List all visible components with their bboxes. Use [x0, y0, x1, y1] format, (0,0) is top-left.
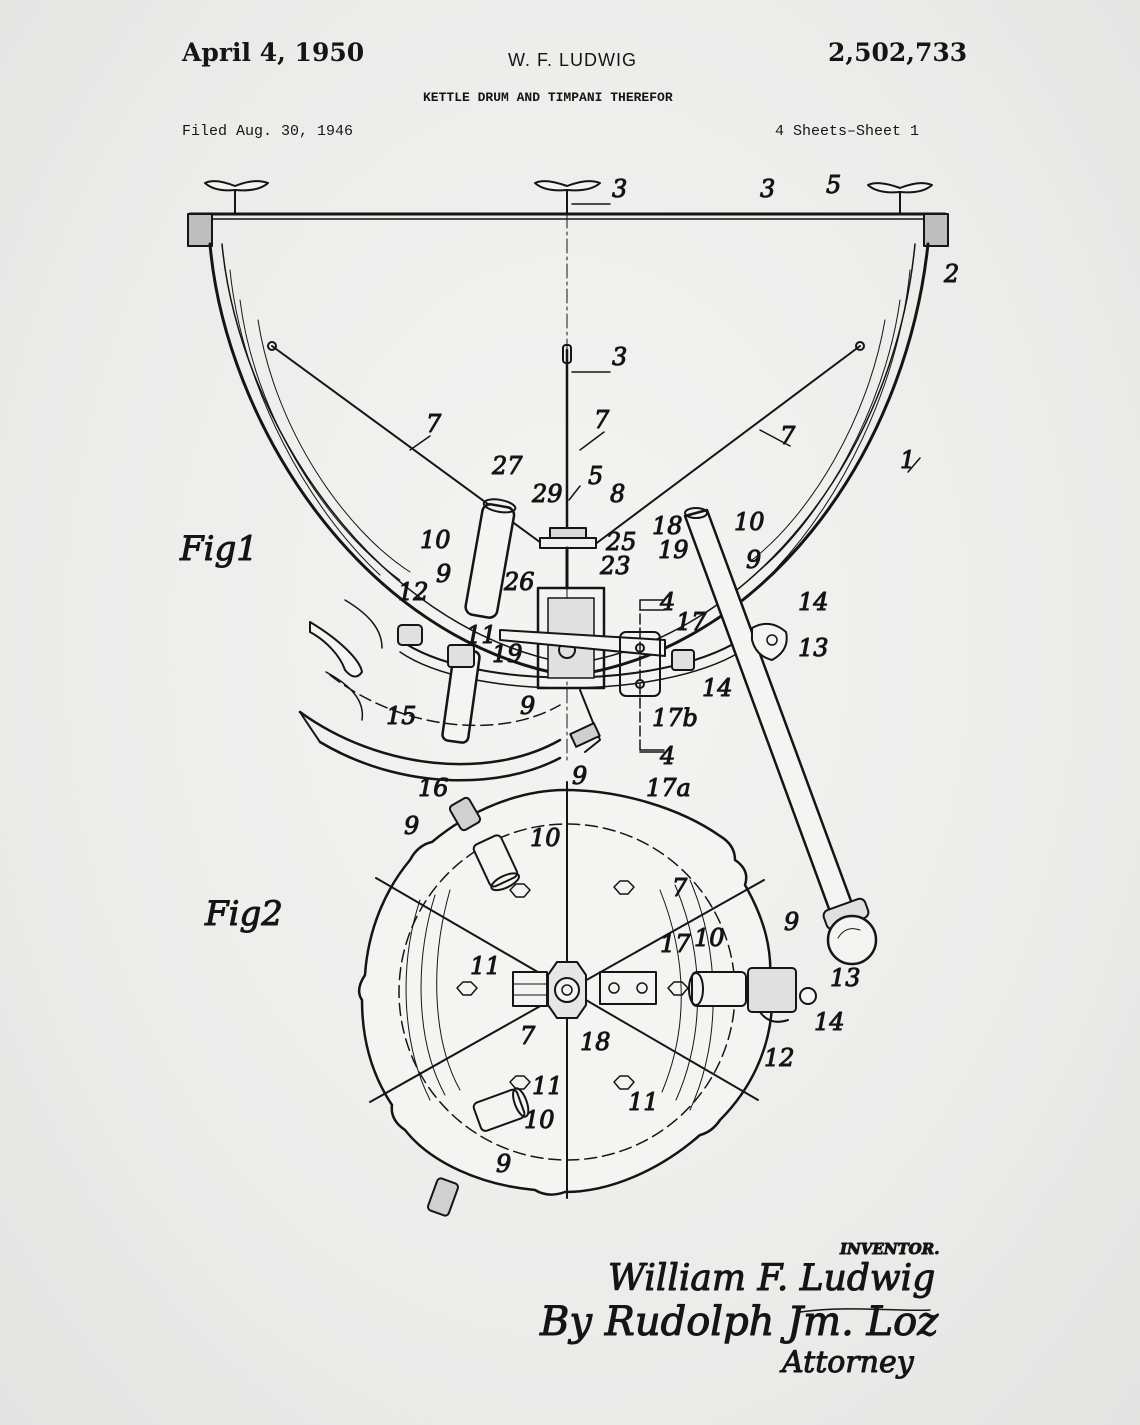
callout-14: 14 — [814, 1008, 845, 1036]
callout-7: 7 — [780, 422, 796, 450]
callout-11: 11 — [628, 1088, 659, 1116]
callout-14: 14 — [702, 674, 733, 702]
filed-date: Filed Aug. 30, 1946 — [182, 123, 354, 140]
callout-9: 9 — [572, 762, 587, 790]
callout-9: 9 — [520, 692, 535, 720]
tuning-handle-center — [534, 180, 601, 215]
callout-1: 1 — [900, 446, 915, 474]
callout-16: 16 — [418, 774, 449, 802]
callout-9: 9 — [436, 560, 451, 588]
inventor-role: INVENTOR. — [839, 1240, 939, 1258]
callout-19: 19 — [658, 536, 689, 564]
callout-23: 23 — [599, 552, 631, 580]
callout-11: 11 — [532, 1072, 563, 1100]
callout-11: 11 — [470, 952, 501, 980]
callout-3: 3 — [612, 343, 627, 371]
callout-10: 10 — [694, 924, 725, 952]
callout-7: 7 — [426, 410, 442, 438]
callout-5: 5 — [826, 171, 841, 199]
callout-4: 4 — [659, 742, 675, 770]
attorney-label: Attorney — [779, 1345, 915, 1380]
callout-8: 8 — [610, 480, 625, 508]
callout-2: 2 — [943, 260, 959, 288]
callout-9: 9 — [784, 908, 799, 936]
callout-7: 7 — [520, 1022, 536, 1050]
callout-19: 19 — [492, 640, 523, 668]
callout-11: 11 — [466, 621, 497, 649]
callout-5: 5 — [588, 462, 603, 490]
signature-block: INVENTOR. William F. Ludwig By Rudolph J… — [539, 1240, 940, 1381]
tuning-handle-right — [867, 182, 933, 215]
callout-9: 9 — [496, 1150, 511, 1178]
callout-12: 12 — [398, 578, 429, 606]
callout-7: 7 — [594, 406, 610, 434]
callout-13: 13 — [798, 634, 829, 662]
sheet-count: 4 Sheets–Sheet 1 — [775, 123, 920, 140]
callout-14: 14 — [798, 588, 829, 616]
callout-10: 10 — [530, 824, 561, 852]
callout-9: 9 — [746, 546, 761, 574]
fig1-drawing — [187, 180, 949, 966]
patent-date: April 4, 1950 — [182, 38, 365, 67]
inventor-signature: William F. Ludwig — [608, 1258, 935, 1299]
callout-13: 13 — [830, 964, 861, 992]
inventor-name: W. F. LUDWIG — [508, 50, 637, 70]
callout-7: 7 — [672, 874, 688, 902]
patent-number: 2,502,733 — [828, 38, 968, 67]
leader-lines — [409, 203, 921, 751]
callout-9: 9 — [404, 812, 419, 840]
callout-18: 18 — [580, 1028, 611, 1056]
callout-17a: 17a — [646, 774, 691, 802]
callout-12: 12 — [764, 1044, 795, 1072]
callout-numbers: 3 3 5 2 3 7 7 7 1 27 5 8 29 18 10 25 19 … — [386, 171, 960, 1179]
fig1-label: Fig1 — [179, 529, 258, 569]
callout-26: 26 — [503, 568, 535, 596]
callout-27: 27 — [491, 452, 523, 480]
callout-18: 18 — [652, 512, 683, 540]
callout-10: 10 — [734, 508, 765, 536]
callout-3: 3 — [760, 175, 775, 203]
callout-15: 15 — [386, 702, 417, 730]
callout-3: 3 — [612, 175, 627, 203]
callout-17: 17 — [676, 608, 707, 636]
callout-4: 4 — [659, 588, 675, 616]
callout-10: 10 — [420, 526, 451, 554]
attorney-signature: By Rudolph Jm. Loz — [539, 1299, 939, 1345]
patent-title: KETTLE DRUM AND TIMPANI THEREFOR — [423, 90, 673, 105]
fig2-label: Fig2 — [204, 894, 283, 934]
callout-17: 17 — [660, 930, 691, 958]
leg-rod — [683, 507, 878, 966]
callout-25: 25 — [605, 528, 637, 556]
callout-10: 10 — [524, 1106, 555, 1134]
callout-17b: 17b — [652, 704, 698, 732]
fig2-drawing — [357, 781, 817, 1217]
tuning-handle-left — [204, 180, 269, 215]
callout-29: 29 — [531, 480, 563, 508]
